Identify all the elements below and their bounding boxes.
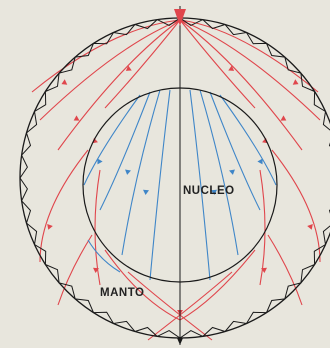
mantle-ray bbox=[95, 170, 100, 285]
antipode-marker bbox=[177, 338, 183, 345]
mantle-ray-arrow bbox=[307, 224, 314, 231]
mantle-ray-arrow bbox=[228, 66, 236, 74]
mantle-ray bbox=[40, 150, 88, 262]
core-label: NUCLEO bbox=[183, 185, 235, 197]
mantle-ray-arrow bbox=[60, 79, 67, 87]
core-ray-arrow bbox=[124, 169, 131, 175]
mantle-ray bbox=[260, 170, 265, 285]
mantle-ray bbox=[58, 20, 180, 150]
core-ray bbox=[100, 92, 150, 210]
core-ray-arrow bbox=[229, 169, 236, 175]
mantle-ray bbox=[180, 20, 320, 120]
mantle-ray-arrow bbox=[281, 115, 288, 123]
mantle-ray bbox=[268, 235, 302, 305]
mantle-ray bbox=[272, 150, 320, 262]
mantle-ray-arrow bbox=[72, 115, 79, 123]
mantle-ray-arrow bbox=[293, 79, 300, 87]
mantle-ray bbox=[58, 235, 92, 305]
core-ray-arrow bbox=[143, 190, 149, 196]
mantle-ray bbox=[180, 20, 318, 92]
mantle-ray-arrow bbox=[124, 66, 132, 74]
core-ray bbox=[150, 90, 170, 280]
mantle-ray bbox=[180, 20, 302, 150]
mantle-label: MANTO bbox=[100, 287, 144, 299]
mantle-ray-arrow bbox=[45, 224, 52, 231]
